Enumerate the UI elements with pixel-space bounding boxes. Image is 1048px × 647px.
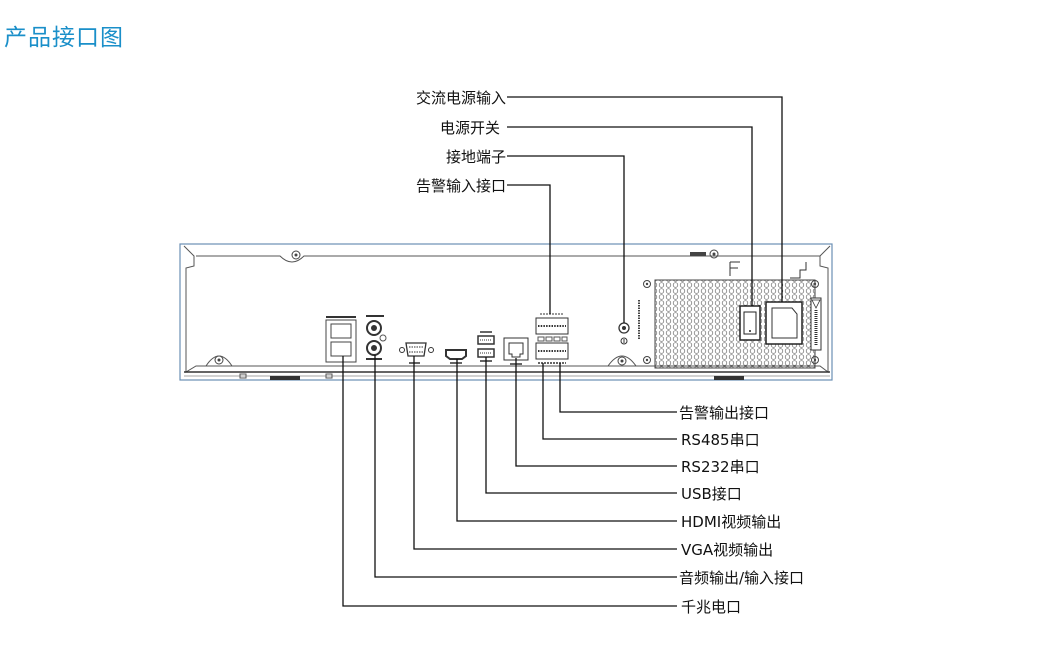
label-alarm-output: 告警输出接口: [679, 404, 769, 422]
callout-line-rs485: [542, 363, 677, 440]
screw-icon: [811, 356, 819, 364]
screw-icon: [291, 250, 301, 260]
label-alarm-input: 告警输入接口: [416, 177, 506, 195]
power-supply-module: [638, 261, 822, 369]
screw-icon: [643, 280, 651, 288]
callout-line-alarm-input: [507, 184, 551, 314]
label-vga: VGA视频输出: [681, 541, 773, 559]
usb-ports: [477, 331, 495, 362]
label-gigabit-ethernet: 千兆电口: [681, 598, 741, 616]
label-hdmi: HDMI视频输出: [681, 513, 781, 531]
callout-line-usb: [485, 357, 677, 494]
callout-line-alarm-output: [559, 363, 677, 413]
alarm-terminal-block: [535, 313, 569, 364]
screw-icon: [643, 356, 651, 364]
audio-ports: [366, 315, 387, 360]
callout-line-vga: [413, 356, 677, 550]
gigabit-ethernet-port: [325, 316, 357, 363]
callout-line-ground: [507, 155, 625, 323]
label-ac-power-input: 交流电源输入: [416, 89, 506, 107]
screw-icon: [709, 249, 719, 259]
callout-line-ac-power: [507, 96, 783, 302]
label-power-switch: 电源开关: [440, 119, 500, 137]
hdmi-port: [445, 349, 467, 364]
callout-lines: [342, 96, 783, 607]
label-ground-terminal: 接地端子: [446, 148, 506, 166]
label-rs485: RS485串口: [681, 431, 760, 449]
callout-line-hdmi: [456, 359, 677, 522]
screw-icon: [617, 356, 627, 366]
callout-line-power-switch: [507, 126, 753, 306]
ground-terminal-icon: [618, 322, 630, 345]
vga-port: [399, 342, 434, 364]
device-rear-panel: [179, 243, 833, 381]
callout-line-rs232: [515, 358, 677, 467]
rs232-port: [503, 337, 529, 365]
screw-icon: [811, 280, 819, 288]
top-callout-labels: 交流电源输入 电源开关 接地端子 告警输入接口: [416, 89, 506, 195]
label-audio: 音频输出/输入接口: [679, 569, 804, 587]
callout-line-gigabit: [342, 356, 677, 607]
label-rs232: RS232串口: [681, 458, 760, 476]
page-title: 产品接口图: [4, 25, 124, 51]
callout-line-audio: [374, 355, 677, 578]
bottom-callout-labels: 告警输出接口 RS485串口 RS232串口 USB接口 HDMI视频输出 VG…: [679, 404, 804, 616]
label-usb: USB接口: [681, 485, 742, 503]
